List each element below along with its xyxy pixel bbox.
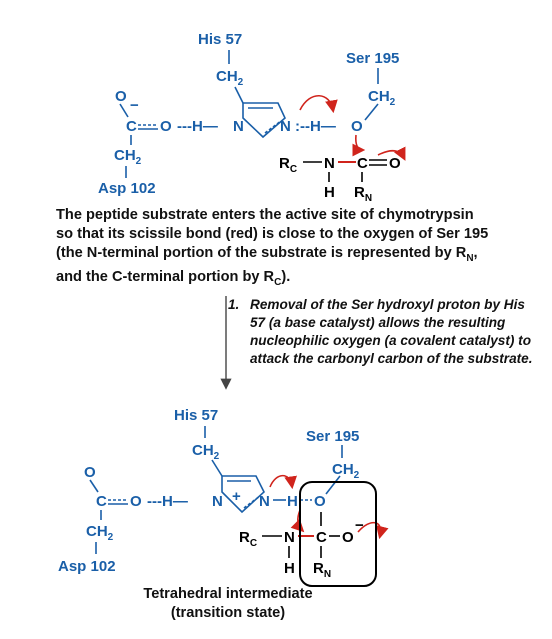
asp-ch2-top: CH2: [114, 147, 142, 167]
svg-text:O: O: [130, 493, 142, 510]
step-description: 1. Removal of the Ser hydroxyl proton by…: [228, 296, 540, 368]
intermediate-title: Tetrahedral intermediate (transition sta…: [108, 585, 348, 623]
caption-line-2: so that its scissile bond (red) is close…: [56, 226, 489, 242]
svg-text::--H—: :--H—: [295, 118, 336, 135]
svg-text:N: N: [259, 493, 270, 510]
svg-text:RN: RN: [354, 184, 372, 204]
ser195-label-bottom: Ser 195: [306, 428, 359, 445]
svg-text:H: H: [287, 493, 298, 510]
ser-ch2-top: CH2: [368, 88, 396, 108]
ser-ch2-bottom: CH2: [332, 461, 360, 481]
ser195-label-top: Ser 195: [346, 50, 399, 67]
svg-text:RC: RC: [279, 155, 297, 175]
svg-text:O: O: [389, 155, 401, 172]
svg-text:H: H: [324, 184, 335, 201]
his-ch2-bottom: CH2: [192, 442, 220, 462]
caption-line-1: The peptide substrate enters the active …: [56, 207, 474, 223]
his-ch2-top: CH2: [216, 68, 244, 88]
svg-text:O: O: [160, 118, 172, 135]
top-structure: His 57 CH2 N N O − C O ---H— CH2 Asp 102…: [98, 31, 406, 204]
svg-text:---H—: ---H—: [177, 118, 218, 135]
svg-text:RN: RN: [313, 560, 331, 580]
step-number: 1.: [228, 297, 240, 312]
svg-text:N: N: [284, 529, 295, 546]
svg-text:N: N: [324, 155, 335, 172]
asp102-label-bottom: Asp 102: [58, 558, 116, 575]
his57-label-bottom: His 57: [174, 407, 218, 424]
svg-text:C: C: [96, 493, 107, 510]
svg-text:H: H: [284, 560, 295, 577]
svg-text:N: N: [212, 493, 223, 510]
asp102-label-top: Asp 102: [98, 180, 156, 197]
svg-text:---H—: ---H—: [147, 493, 188, 510]
svg-text:C: C: [316, 529, 327, 546]
svg-text:RC: RC: [239, 529, 257, 549]
step-text: Removal of the Ser hydroxyl proton by Hi…: [250, 297, 533, 366]
imidazole-ring-top: [242, 102, 286, 139]
svg-text:O: O: [115, 88, 127, 105]
svg-text:−: −: [355, 517, 364, 534]
svg-text:O: O: [342, 529, 354, 546]
svg-text:N: N: [280, 118, 291, 135]
caption-line-3: (the N-terminal portion of the substrate…: [56, 245, 478, 264]
svg-text:C: C: [126, 118, 137, 135]
asp-ch2-bottom: CH2: [86, 523, 114, 543]
caption-paragraph: The peptide substrate enters the active …: [56, 206, 526, 292]
svg-text:−: −: [130, 97, 139, 114]
svg-text:O: O: [351, 118, 363, 135]
intermediate-title-line-1: Tetrahedral intermediate: [143, 586, 313, 602]
svg-text:C: C: [357, 155, 368, 172]
caption-line-4: and the C-terminal portion by RC).: [56, 268, 291, 288]
svg-text:O: O: [84, 464, 96, 481]
bottom-structure: His 57 CH2 + N N O C O ---H— CH2 Asp 102…: [58, 407, 389, 587]
intermediate-title-line-2: (transition state): [170, 605, 286, 621]
tetrahedral-highlight-box: [299, 481, 377, 587]
his57-label-top: His 57: [198, 31, 242, 48]
svg-text:N: N: [233, 118, 244, 135]
svg-text:+: +: [232, 488, 241, 505]
svg-text:O: O: [314, 493, 326, 510]
